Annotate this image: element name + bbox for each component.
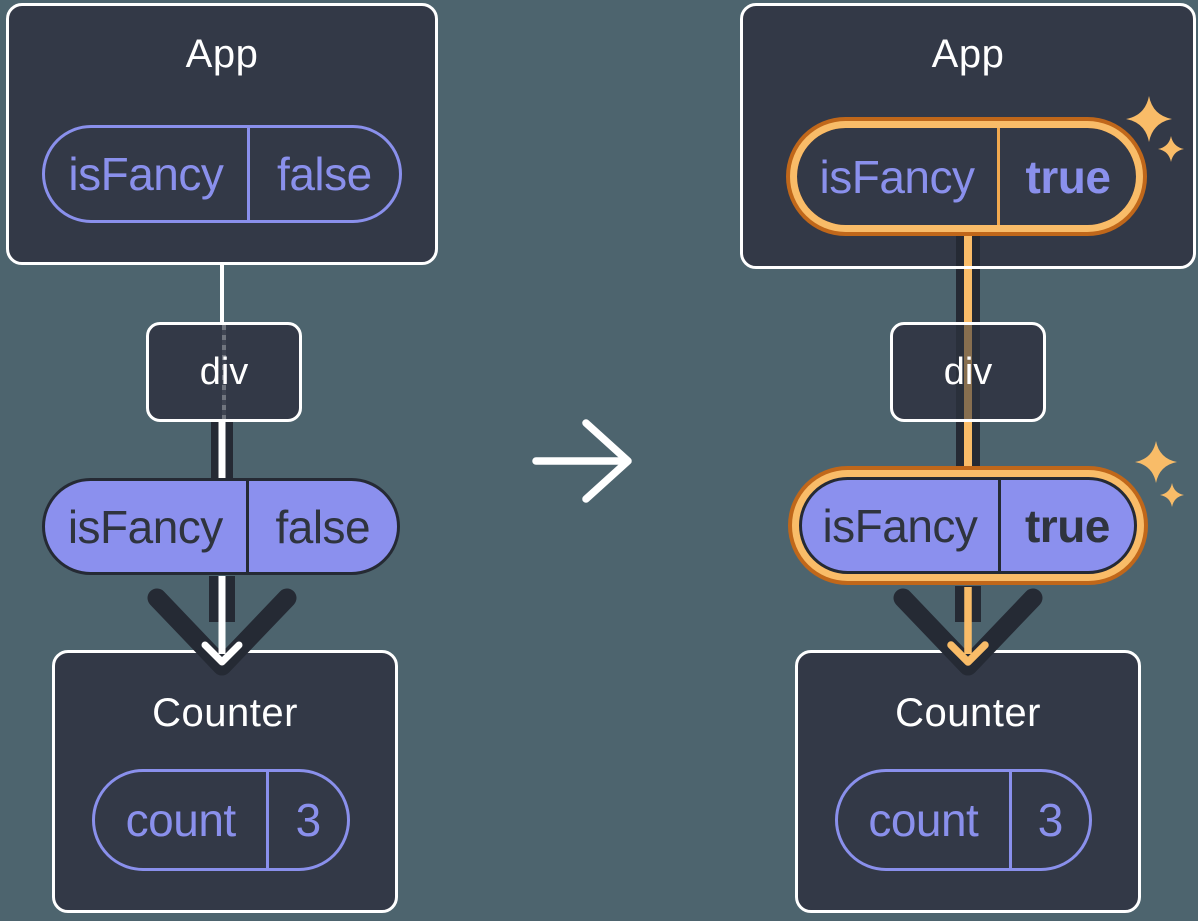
edge-app-to-div-before [220, 262, 224, 328]
state-name: isFancy [68, 148, 224, 200]
prop-name: isFancy [67, 500, 223, 553]
app-node-title: App [931, 32, 1005, 76]
div-node-label: div [943, 350, 993, 393]
pass-through-line-faint [222, 325, 226, 419]
app-component-node-after: App isFancy true [740, 3, 1196, 269]
prop-name: isFancy [822, 499, 978, 552]
counter-component-node-after: Counter count 3 [795, 650, 1141, 913]
state-name: isFancy [819, 150, 975, 203]
state-value: 3 [266, 772, 347, 868]
counter-state-pill-before: count 3 [92, 769, 350, 871]
app-node-title: App [185, 32, 259, 76]
edge-inside-app-box [956, 230, 980, 266]
prop-value: true [997, 480, 1134, 571]
state-name: count [125, 794, 237, 846]
div-node-before: div [146, 322, 302, 422]
state-name: count [868, 794, 979, 846]
app-component-node-before: App isFancy false [6, 3, 438, 265]
counter-node-title: Counter [152, 691, 298, 735]
state-value: true [997, 128, 1136, 225]
prop-value: false [245, 481, 397, 572]
state-value: false [246, 128, 399, 220]
prop-flow-arrow-icon [147, 576, 297, 676]
edge-div-to-prop-before [211, 418, 233, 482]
transition-arrow-icon [532, 419, 632, 503]
app-state-pill-before: isFancy false [42, 125, 402, 223]
state-value: 3 [1008, 772, 1089, 868]
prop-flow-arrow-icon [893, 586, 1043, 676]
div-node-label: div [199, 350, 249, 393]
counter-component-node-before: Counter count 3 [52, 650, 398, 913]
passed-prop-pill-after-highlighted: isFancy true [799, 477, 1137, 574]
app-state-pill-after-highlighted: isFancy true [797, 128, 1136, 225]
counter-state-pill-after: count 3 [835, 769, 1092, 871]
pass-through-line-dimmed [956, 325, 980, 419]
counter-node-title: Counter [895, 691, 1041, 735]
edge-div-to-prop-after [956, 418, 980, 482]
div-node-after: div [890, 322, 1046, 422]
passed-prop-pill-before: isFancy false [42, 478, 400, 575]
